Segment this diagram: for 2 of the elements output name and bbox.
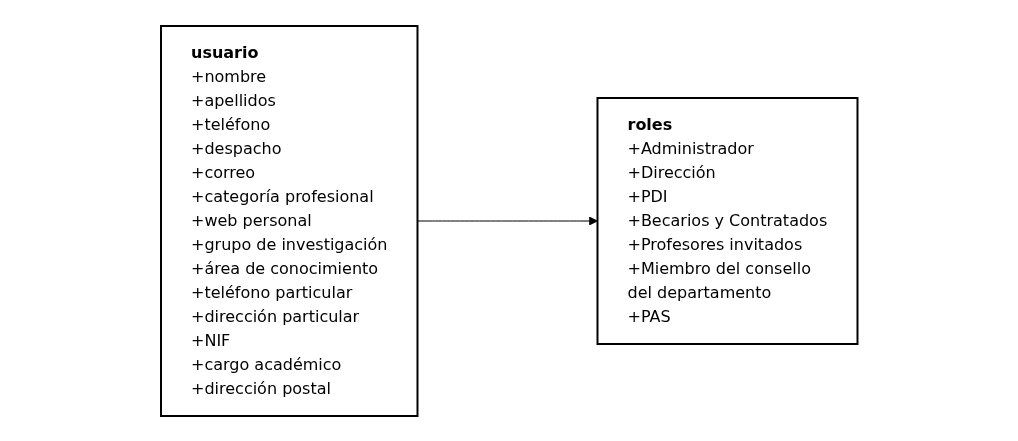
node-box: usuario +nombre +apellidos +teléfono +despacho +correo +categoría profesional +web personal +grupo de investigación +área de conocimiento +teléfono particular +dirección particular +NIF +cargo académico +dirección postal [159,24,419,417]
node-box: roles +Administrador +Dirección +PDI +Becarios y Contratados +Profesores invitados +Miembro del consello del departamento +PAS [596,96,859,345]
